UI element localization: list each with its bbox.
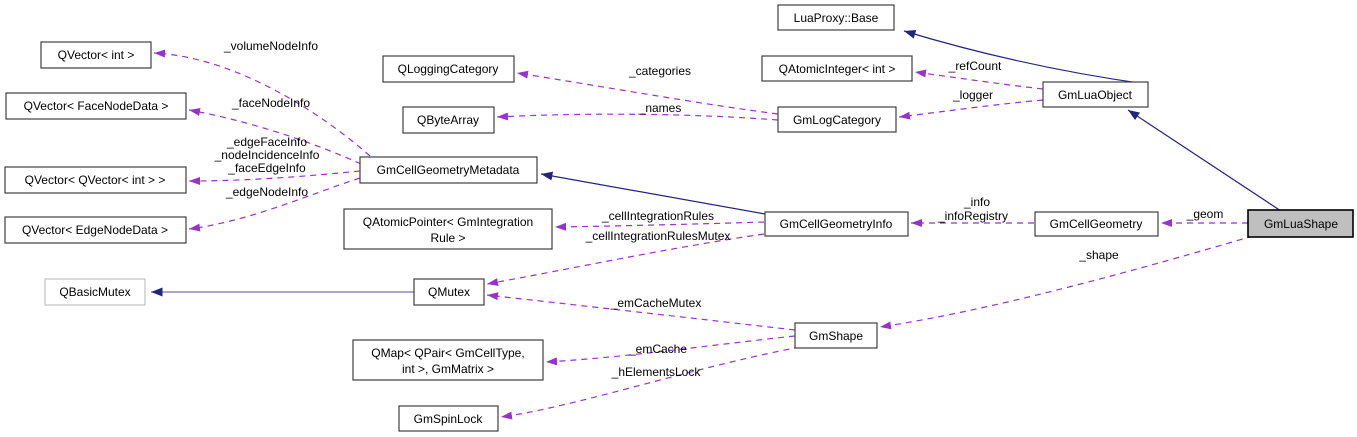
node-box: [402, 106, 495, 134]
edge-label-em-cache: _emCache: [628, 342, 687, 356]
edge-edge-node-info: [188, 177, 361, 232]
node-gmcellgeometryinfo[interactable]: GmCellGeometryInfo: [764, 211, 909, 237]
node-box: [352, 339, 544, 381]
node-label: int >, GmMatrix >: [402, 362, 494, 376]
edge-volume-node-info: [153, 49, 371, 157]
node-label: GmShape: [809, 329, 863, 343]
node-label: QBasicMutex: [59, 285, 130, 299]
edge-label-shape: _shape: [1078, 248, 1119, 262]
edge-label-face-node-info: _faceNodeInfo: [231, 96, 310, 110]
edge-label-cell-integration-rules-mutex: _cellIntegrationRulesMutex: [585, 229, 731, 243]
edge-em-cache-mutex: [486, 292, 796, 331]
node-qvector-int[interactable]: QVector< int >: [40, 41, 152, 69]
node-box: [382, 55, 515, 83]
node-label: QAtomicInteger< int >: [779, 62, 896, 76]
node-gmshape[interactable]: GmShape: [794, 322, 878, 349]
node-label: GmCellGeometry: [1050, 217, 1143, 231]
node-label: GmLogCategory: [793, 113, 881, 127]
node-box: [5, 92, 187, 120]
edge-em-cache: [545, 335, 796, 366]
node-label: QVector< QVector< int > >: [25, 173, 166, 187]
edge-label-ref-count: _refCount: [948, 59, 1002, 73]
node-label: QVector< EdgeNodeData >: [22, 223, 168, 237]
edge-label-h-elements-lock: _hElementsLock: [611, 365, 702, 379]
node-label: GmLuaShape: [1264, 217, 1338, 231]
node-box: [343, 208, 553, 250]
edge-label-edge-node-info: _edgeNodeInfo: [225, 185, 308, 199]
node-box: [764, 211, 909, 237]
edge-face-node-info: [188, 108, 362, 165]
node-label: QMap< QPair< GmCellType,: [371, 346, 524, 360]
edge-shape: [879, 235, 1254, 330]
node-qmutex[interactable]: QMutex: [413, 278, 485, 306]
node-qvector-edgenodedata[interactable]: QVector< EdgeNodeData >: [4, 216, 187, 244]
edge-edge-face-info: [188, 170, 361, 185]
edge-names: [496, 112, 779, 121]
node-box: [1247, 209, 1354, 238]
node-qloggingcategory[interactable]: QLoggingCategory: [382, 55, 515, 83]
node-gmcellgeometrymetadata[interactable]: GmCellGeometryMetadata: [359, 156, 538, 184]
node-qatomicinteger-int[interactable]: QAtomicInteger< int >: [761, 55, 913, 82]
node-box: [761, 55, 913, 82]
node-box: [1034, 211, 1159, 237]
node-label: GmLuaObject: [1058, 88, 1133, 102]
node-qmap-qpair-gmcelltype[interactable]: QMap< QPair< GmCellType, int >, GmMatrix…: [352, 339, 544, 381]
edge-cell-integration-rules: [554, 221, 765, 231]
edge-label-info-registry: _infoRegistry: [937, 209, 1008, 223]
node-label: GmSpinLock: [414, 412, 484, 426]
node-gmcellgeometry[interactable]: GmCellGeometry: [1034, 211, 1159, 237]
node-qbasicmutex: QBasicMutex: [44, 278, 146, 306]
node-label: QVector< FaceNodeData >: [24, 99, 169, 113]
edge-label-em-cache-mutex: _emCacheMutex: [610, 296, 702, 310]
node-gmluaobject[interactable]: GmLuaObject: [1042, 81, 1149, 108]
node-label: Rule >: [430, 231, 465, 245]
edge-label-cell-integration-rules: _cellIntegrationRules: [601, 209, 714, 223]
edge-ref-count: [914, 69, 1044, 90]
edge-label-node-incidence-info: _nodeIncidenceInfo: [214, 148, 320, 162]
edge-categories: [516, 70, 779, 115]
node-box: [4, 216, 187, 244]
node-label: GmCellGeometryMetadata: [377, 163, 520, 177]
node-label: QMutex: [428, 285, 470, 299]
node-qbytearray[interactable]: QByteArray: [402, 106, 495, 134]
edge-label-logger: _logger: [952, 88, 993, 102]
edge-label-geom: _geom: [1186, 207, 1224, 221]
edge-label-names: _names: [638, 101, 682, 115]
edge-logger: [898, 99, 1044, 120]
node-box: [4, 166, 187, 194]
node-qatomicpointer-gmintegrationrule[interactable]: QAtomicPointer< GmIntegration Rule >: [343, 208, 553, 250]
node-box: [413, 278, 485, 306]
edge-inherit-luaproxy-base: [903, 30, 1147, 85]
node-label: QByteArray: [417, 113, 479, 127]
edge-label-categories: _categories: [628, 64, 691, 78]
node-label: QAtomicPointer< GmIntegration: [363, 215, 533, 229]
node-box: [359, 156, 538, 184]
edge-inherit-gmcellgeometrymetadata: [540, 171, 766, 215]
node-qvector-qvector-int[interactable]: QVector< QVector< int > >: [4, 166, 187, 194]
edge-label-volume-node-info: _volumeNodeInfo: [223, 39, 318, 53]
node-gmluashape: GmLuaShape: [1247, 209, 1354, 238]
node-box: [777, 4, 895, 31]
node-gmspinlock[interactable]: GmSpinLock: [398, 405, 499, 432]
node-box: [44, 278, 146, 306]
node-label: GmCellGeometryInfo: [780, 217, 893, 231]
node-luaproxy-base[interactable]: LuaProxy::Base: [777, 4, 895, 31]
node-box: [1042, 81, 1149, 108]
node-label: QLoggingCategory: [398, 62, 499, 76]
edge-label-face-edge-info: _faceEdgeInfo: [227, 161, 306, 175]
node-gmlogcategory[interactable]: GmLogCategory: [777, 106, 897, 133]
edge-h-elements-lock: [500, 346, 801, 420]
node-qvector-facenodedata[interactable]: QVector< FaceNodeData >: [5, 92, 187, 120]
node-box: [777, 106, 897, 133]
node-label: QVector< int >: [58, 48, 135, 62]
node-box: [398, 405, 499, 432]
node-box: [794, 322, 878, 349]
edge-label-info: _info: [963, 195, 990, 209]
edge-label-edge-face-info: _edgeFaceInfo: [226, 135, 307, 149]
edge-cell-integration-rules-mutex: [486, 233, 765, 286]
node-box: [40, 41, 152, 69]
edge-inherit-gmluaobject: [1127, 109, 1282, 212]
node-label: LuaProxy::Base: [794, 11, 879, 25]
